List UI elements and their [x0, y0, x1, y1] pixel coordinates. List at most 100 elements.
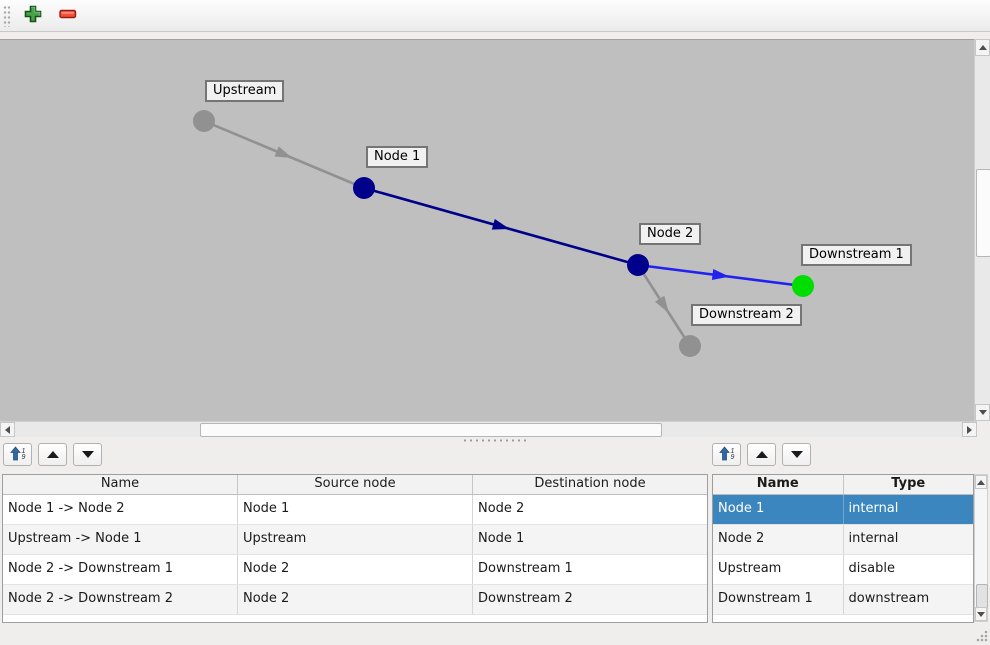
nodes-toolbar: 1 9: [712, 443, 811, 468]
table-row[interactable]: Node 1 internal: [713, 495, 973, 525]
nodes-table-scrollbar[interactable]: [974, 474, 988, 622]
arrow-right-icon: [967, 425, 972, 434]
canvas-horizontal-scrollbar[interactable]: [0, 421, 977, 437]
vertical-scrollbar-thumb[interactable]: [976, 169, 990, 257]
table-cell[interactable]: Upstream -> Node 1: [3, 525, 238, 554]
table-cell[interactable]: Node 2: [238, 555, 473, 584]
node-label[interactable]: Upstream: [205, 80, 285, 102]
node-label[interactable]: Downstream 1: [801, 244, 912, 266]
scroll-up-button[interactable]: [975, 39, 990, 56]
arrow-left-icon: [5, 425, 10, 434]
graph-node[interactable]: [353, 177, 375, 199]
connections-toolbar: 1 9: [3, 443, 102, 468]
empty-row: [713, 615, 973, 622]
triangle-down-icon: [790, 451, 803, 458]
table-row[interactable]: Node 2 internal: [713, 525, 973, 555]
main-toolbar: [0, 0, 990, 32]
canvas-vertical-scrollbar[interactable]: [974, 39, 990, 421]
table-row[interactable]: Upstream disable: [713, 555, 973, 585]
move-down-button[interactable]: [782, 443, 811, 466]
table-header-row: Name Type: [713, 475, 973, 495]
move-up-button[interactable]: [38, 443, 67, 466]
sort-button[interactable]: 1 9: [3, 443, 32, 466]
pane-splitter-handle[interactable]: [462, 438, 528, 443]
minus-icon: [58, 4, 78, 27]
table-cell[interactable]: Node 1: [238, 495, 473, 524]
sort-digit-top: 1: [21, 447, 26, 455]
node-label[interactable]: Downstream 2: [691, 304, 802, 326]
add-button[interactable]: [20, 3, 46, 29]
table-cell[interactable]: Node 2 -> Downstream 1: [3, 555, 238, 584]
plus-icon: [23, 4, 43, 27]
table-cell[interactable]: Node 2: [238, 585, 473, 614]
table-cell[interactable]: Upstream: [238, 525, 473, 554]
graph-node[interactable]: [627, 254, 649, 276]
arrow-up-icon: [978, 45, 987, 50]
table-cell[interactable]: internal: [848, 501, 899, 516]
triangle-up-icon: [755, 451, 768, 458]
table-row[interactable]: Downstream 1 downstream: [713, 585, 973, 615]
sort-digit-bottom: 9: [730, 453, 735, 461]
arrow-down-icon: [977, 611, 985, 617]
column-header[interactable]: Source node: [238, 475, 473, 494]
sort-ascending-icon: [718, 445, 730, 464]
scroll-down-button[interactable]: [975, 607, 987, 621]
move-up-button[interactable]: [747, 443, 776, 466]
sort-button[interactable]: 1 9: [712, 443, 741, 466]
table-scrollbar-thumb[interactable]: [976, 584, 988, 608]
horizontal-scrollbar-thumb[interactable]: [200, 423, 662, 437]
table-cell[interactable]: Upstream: [713, 555, 844, 584]
table-cell[interactable]: Node 2: [713, 525, 844, 554]
arrow-down-icon: [978, 410, 987, 415]
graph-node[interactable]: [679, 335, 701, 357]
toolbar-grip-handle[interactable]: [3, 4, 11, 27]
table-cell[interactable]: Node 2: [478, 501, 525, 516]
table-cell[interactable]: Downstream 2: [478, 591, 573, 606]
scroll-left-button[interactable]: [0, 422, 15, 437]
table-cell[interactable]: Downstream 1: [713, 585, 844, 614]
table-cell[interactable]: disable: [848, 561, 895, 576]
edge-arrow-icon: [655, 295, 669, 314]
triangle-down-icon: [81, 451, 94, 458]
window-resize-grip[interactable]: [973, 627, 989, 643]
table-cell[interactable]: internal: [848, 531, 899, 546]
column-header[interactable]: Name: [713, 475, 844, 494]
sort-digits: 1 9: [21, 447, 26, 461]
scroll-down-button[interactable]: [975, 404, 990, 421]
table-cell[interactable]: Node 1: [713, 495, 844, 524]
table-cell[interactable]: Node 1 -> Node 2: [3, 495, 238, 524]
node-label[interactable]: Node 2: [639, 223, 702, 245]
remove-button[interactable]: [55, 3, 81, 29]
scroll-up-button[interactable]: [975, 475, 987, 489]
table-cell[interactable]: Node 2 -> Downstream 2: [3, 585, 238, 614]
table-cell[interactable]: Node 1: [478, 531, 525, 546]
graph-node[interactable]: [193, 110, 215, 132]
scroll-right-button[interactable]: [962, 422, 977, 437]
graph-node[interactable]: [792, 275, 814, 297]
column-header[interactable]: Name: [3, 475, 238, 494]
edge-arrow-icon: [711, 269, 730, 280]
column-header[interactable]: Destination node: [534, 476, 646, 491]
move-down-button[interactable]: [73, 443, 102, 466]
sort-ascending-icon: [9, 445, 21, 464]
sort-digit-top: 1: [730, 447, 735, 455]
table-cell[interactable]: downstream: [848, 591, 930, 606]
sort-digit-bottom: 9: [21, 453, 26, 461]
arrow-up-icon: [977, 479, 985, 485]
column-header[interactable]: Type: [891, 476, 926, 491]
table-cell[interactable]: Downstream 1: [478, 561, 573, 576]
graph-svg: [193, 110, 814, 357]
edge-arrow-icon: [274, 146, 293, 158]
node-label[interactable]: Node 1: [366, 146, 429, 168]
edge-arrow-icon: [491, 219, 510, 230]
